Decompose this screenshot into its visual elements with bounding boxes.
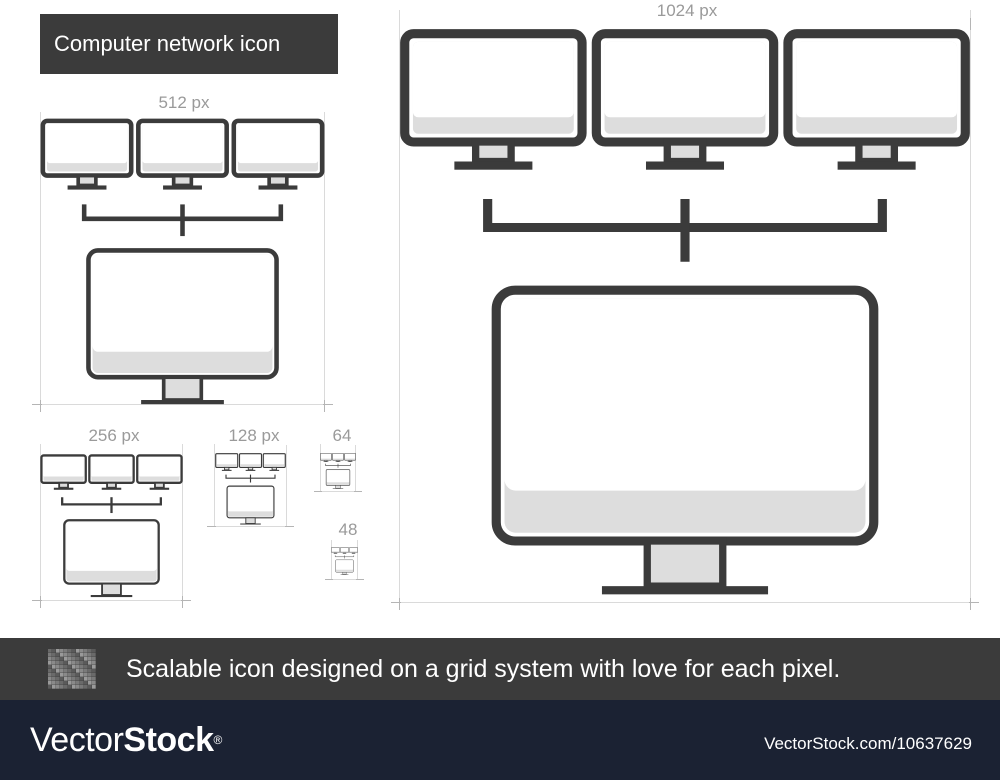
tick <box>40 596 41 608</box>
tick <box>323 404 333 405</box>
tick <box>325 579 333 580</box>
footer-bar: Scalable icon designed on a grid system … <box>0 638 1000 700</box>
tick <box>32 600 42 601</box>
frame-1024 <box>399 10 971 603</box>
tick <box>285 526 294 527</box>
logo-bold-text: Stock <box>123 721 214 759</box>
page-title-text: Computer network icon <box>54 31 281 56</box>
tick <box>182 596 183 608</box>
tick <box>181 600 191 601</box>
page-title: Computer network icon <box>40 14 338 74</box>
tick <box>207 526 216 527</box>
tick <box>32 404 42 405</box>
size-label-256: 256 px <box>76 427 152 445</box>
frame-256 <box>40 444 183 601</box>
tick <box>314 491 322 492</box>
size-label-48: 48 <box>328 521 368 539</box>
frame-128 <box>214 444 287 527</box>
tick <box>970 598 971 610</box>
frame-512 <box>40 112 325 405</box>
network-icon-512 <box>40 118 325 405</box>
network-icon-48 <box>331 547 358 575</box>
tick <box>399 598 400 610</box>
tick <box>40 400 41 412</box>
tick <box>970 18 971 30</box>
network-icon-1024 <box>400 29 970 595</box>
pixel-grid-icon <box>48 649 96 689</box>
vectorstock-logo: VectorStock® <box>30 720 222 760</box>
size-label-1024: 1024 px <box>640 2 734 20</box>
footer-tagline: Scalable icon designed on a grid system … <box>126 655 841 683</box>
tick <box>354 491 362 492</box>
size-label-128: 128 px <box>218 427 290 445</box>
image-id: VectorStock.com/10637629 <box>764 734 972 753</box>
tick <box>969 602 979 603</box>
tick <box>391 602 401 603</box>
network-icon-128 <box>215 453 286 525</box>
registered-mark: ® <box>213 733 222 747</box>
tick <box>324 400 325 412</box>
logo-light-text: Vector <box>30 721 124 759</box>
tick <box>356 579 364 580</box>
size-label-512: 512 px <box>148 94 220 112</box>
frame-64 <box>320 444 356 492</box>
network-icon-64 <box>320 453 356 489</box>
brand-bar: VectorStock® VectorStock.com/10637629 <box>0 700 1000 780</box>
frame-48 <box>331 540 358 580</box>
network-icon-256 <box>40 454 183 598</box>
size-label-64: 64 <box>322 427 362 445</box>
